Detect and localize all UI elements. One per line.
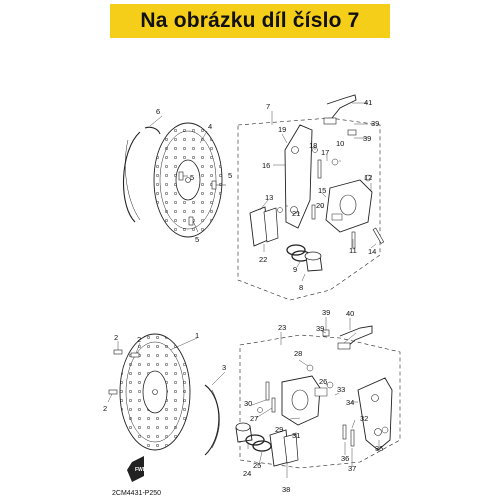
part-label-8: 8 bbox=[299, 283, 303, 292]
piston-seals-upper bbox=[286, 244, 323, 272]
title-banner: Na obrázku díl číslo 7 bbox=[110, 4, 390, 38]
assembly-frame-upper bbox=[237, 117, 381, 301]
banjo-washer-upper bbox=[347, 129, 357, 136]
part-label-25: 25 bbox=[253, 461, 261, 470]
part-label-19: 19 bbox=[278, 125, 286, 134]
part-label-32: 32 bbox=[360, 414, 368, 423]
caliper-bracket-upper bbox=[284, 124, 313, 229]
part-label-11: 11 bbox=[349, 246, 357, 255]
part-label-28: 28 bbox=[294, 349, 302, 358]
banjo-bolt-lower bbox=[337, 342, 351, 350]
part-label-27: 27 bbox=[250, 414, 258, 423]
brake-hose-lower bbox=[339, 325, 373, 347]
forward-direction-label: FWD bbox=[135, 467, 147, 473]
part-label-36: 36 bbox=[341, 454, 349, 463]
part-label-13: 13 bbox=[265, 193, 273, 202]
part-label-41: 41 bbox=[364, 98, 372, 107]
pins-upper bbox=[277, 147, 385, 249]
part-label-38: 38 bbox=[282, 485, 290, 494]
part-label-5c: 5 bbox=[195, 235, 199, 244]
part-label-15: 15 bbox=[318, 186, 326, 195]
brake-disc-upper bbox=[153, 122, 223, 238]
piston-seals-lower bbox=[235, 422, 272, 452]
part-label-3: 3 bbox=[222, 363, 226, 372]
part-label-5a: 5 bbox=[190, 173, 194, 182]
part-label-39d: 39 bbox=[316, 324, 324, 333]
page-title: Na obrázku díl číslo 7 bbox=[140, 9, 360, 32]
part-label-4: 4 bbox=[208, 122, 212, 131]
part-label-40: 40 bbox=[346, 309, 354, 318]
part-label-7: 7 bbox=[266, 102, 270, 111]
caliper-upper bbox=[325, 179, 373, 233]
sensor-ring-lower bbox=[204, 384, 220, 456]
part-label-14: 14 bbox=[368, 247, 376, 256]
part-labels: 6 4 5 5 5 7 19 16 18 17 10 41 39 39 12 1… bbox=[103, 98, 383, 494]
part-label-6: 6 bbox=[156, 107, 160, 116]
part-label-2c: 2 bbox=[103, 404, 107, 413]
sensor-ring-upper bbox=[122, 126, 161, 223]
leader-lines-lower bbox=[107, 317, 380, 478]
brake-disc-lower bbox=[119, 333, 191, 451]
caliper-lower bbox=[281, 375, 328, 426]
diagram-code: 2CM4431-P250 bbox=[112, 490, 161, 497]
part-label-2a: 2 bbox=[114, 333, 118, 342]
part-label-39a: 39 bbox=[371, 119, 379, 128]
part-label-24: 24 bbox=[243, 469, 251, 478]
part-label-22: 22 bbox=[259, 255, 267, 264]
part-label-29: 29 bbox=[275, 425, 283, 434]
part-label-30: 30 bbox=[244, 399, 252, 408]
part-label-20: 20 bbox=[316, 201, 324, 210]
part-label-9: 9 bbox=[293, 265, 297, 274]
part-label-12: 12 bbox=[364, 173, 372, 182]
part-label-35: 35 bbox=[375, 444, 383, 453]
part-label-26: 26 bbox=[319, 377, 327, 386]
part-label-23: 23 bbox=[278, 323, 286, 332]
part-label-17: 17 bbox=[321, 148, 329, 157]
part-label-18: 18 bbox=[309, 141, 317, 150]
disc-bolts-upper bbox=[178, 171, 226, 233]
brake-hose-upper bbox=[326, 94, 357, 119]
caliper-bracket-lower bbox=[357, 377, 393, 451]
part-label-1: 1 bbox=[195, 331, 199, 340]
part-label-34: 34 bbox=[346, 398, 354, 407]
part-label-16: 16 bbox=[262, 161, 270, 170]
banjo-bolt-upper bbox=[323, 117, 337, 125]
part-label-33: 33 bbox=[337, 385, 345, 394]
part-label-31: 31 bbox=[292, 431, 300, 440]
part-label-39c: 39 bbox=[322, 308, 330, 317]
part-label-39b: 39 bbox=[363, 134, 371, 143]
forward-direction-icon: FWD bbox=[127, 456, 147, 482]
pins-lower bbox=[257, 364, 389, 447]
part-label-10: 10 bbox=[336, 139, 344, 148]
part-label-5b: 5 bbox=[228, 171, 232, 180]
part-label-21: 21 bbox=[292, 209, 300, 218]
leader-lines-upper bbox=[149, 102, 377, 282]
part-label-37: 37 bbox=[348, 464, 356, 473]
brake-pads-lower bbox=[269, 429, 299, 467]
brake-pads-upper bbox=[249, 206, 279, 247]
part-label-2b: 2 bbox=[137, 335, 141, 344]
